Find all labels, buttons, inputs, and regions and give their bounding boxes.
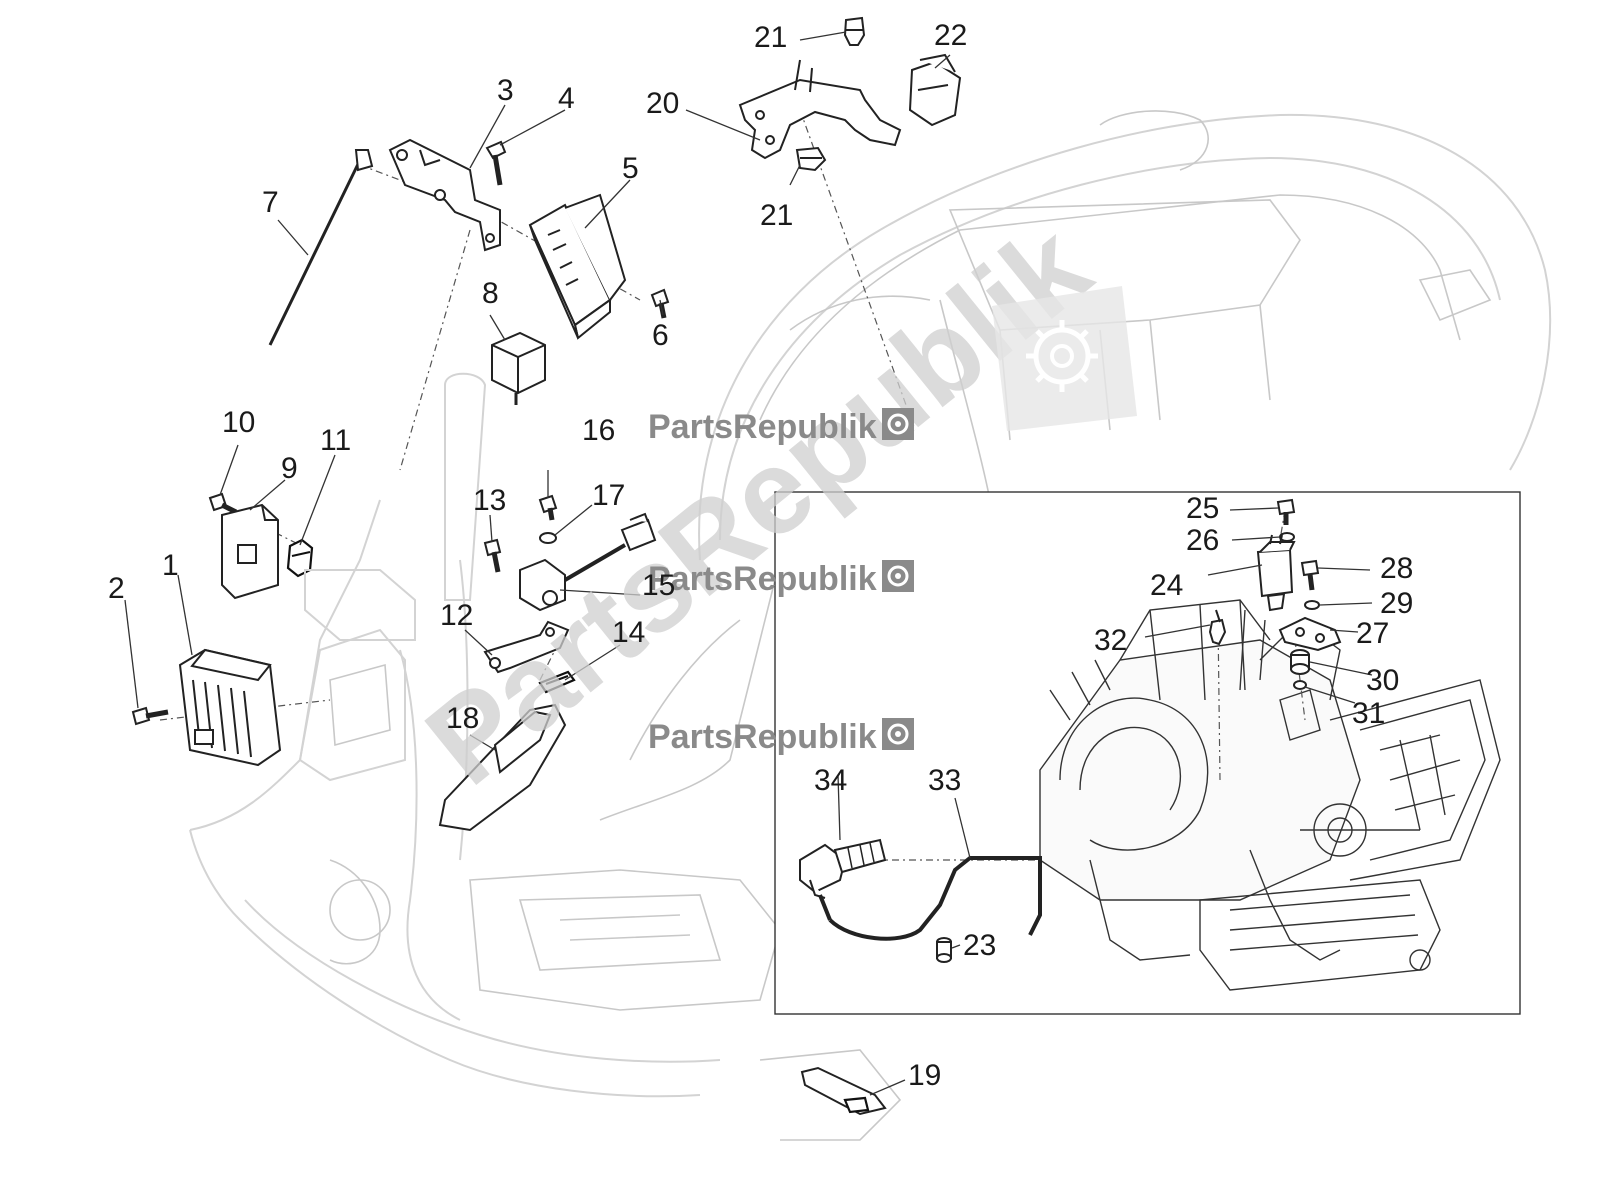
watermark-row-3: PartsRepublik xyxy=(648,718,914,756)
part-22-connector xyxy=(908,53,962,127)
part-13-screw xyxy=(483,538,502,573)
watermark-text-1: PartsRepublik xyxy=(648,408,877,446)
part-25-screw xyxy=(1276,498,1296,525)
part-4-screw xyxy=(485,140,507,186)
callout-7: 7 xyxy=(262,186,279,219)
part-8-relay xyxy=(491,331,546,405)
part-7-cable-tie xyxy=(268,149,374,346)
callout-10: 10 xyxy=(222,406,255,439)
part-11-holder xyxy=(304,569,416,641)
part-30-grommet xyxy=(1290,649,1310,675)
part-27-bracket xyxy=(1278,616,1342,652)
callout-26: 26 xyxy=(1186,524,1219,557)
watermark-text-2: PartsRepublik xyxy=(648,560,877,598)
callout-22: 22 xyxy=(934,19,967,52)
parts xyxy=(131,16,1342,1116)
callout-25: 25 xyxy=(1186,492,1219,525)
scooter-body-outline xyxy=(189,110,1552,1141)
callout-34: 34 xyxy=(814,764,847,797)
callout-5: 5 xyxy=(622,152,639,185)
part-15-sensor xyxy=(519,512,657,612)
callout-8: 8 xyxy=(482,277,499,310)
callout-15: 15 xyxy=(642,569,675,602)
callout-16: 16 xyxy=(582,414,615,447)
callout-21-top: 21 xyxy=(754,21,787,54)
callout-32: 32 xyxy=(1094,624,1127,657)
callout-labels: 1 2 3 4 5 6 7 8 9 10 11 12 13 14 15 16 1… xyxy=(108,19,1413,1092)
callout-21-bottom: 21 xyxy=(760,199,793,232)
leader-lines xyxy=(124,31,1373,1096)
callout-24: 24 xyxy=(1150,569,1183,602)
part-29-washer xyxy=(1304,600,1320,610)
callout-13: 13 xyxy=(473,484,506,517)
callout-27: 27 xyxy=(1356,617,1389,650)
part-14-clip xyxy=(538,670,576,694)
part-24-sensor xyxy=(1256,534,1296,612)
callout-4: 4 xyxy=(558,82,575,115)
part-23-grommet xyxy=(936,937,952,963)
callout-30: 30 xyxy=(1366,664,1399,697)
part-16-screw xyxy=(538,494,558,521)
callout-2: 2 xyxy=(108,572,125,605)
callout-18: 18 xyxy=(446,702,479,735)
callout-11: 11 xyxy=(320,424,351,457)
part-1-mount-slot xyxy=(329,663,391,747)
callout-28: 28 xyxy=(1380,552,1413,585)
part-21-clip-bottom xyxy=(795,146,827,172)
engine-assembly xyxy=(1039,599,1501,991)
part-1-mount xyxy=(298,628,406,782)
callout-14: 14 xyxy=(612,616,645,649)
callout-23: 23 xyxy=(963,929,996,962)
watermark-gear-icon-3 xyxy=(882,718,914,750)
part-33-cable xyxy=(828,856,1042,941)
callout-20: 20 xyxy=(646,87,679,120)
callout-17: 17 xyxy=(592,479,625,512)
part-20-bracket xyxy=(738,59,902,160)
callout-33: 33 xyxy=(928,764,961,797)
watermark-text-3: PartsRepublik xyxy=(648,718,877,756)
callout-29: 29 xyxy=(1380,587,1413,620)
part-34-connector xyxy=(799,838,887,899)
part-32-clip xyxy=(1208,609,1227,646)
callout-1: 1 xyxy=(162,549,179,582)
callout-3: 3 xyxy=(497,74,514,107)
watermark-row-1: PartsRepublik xyxy=(648,408,914,446)
watermark-gear-icon-1 xyxy=(882,408,914,440)
part-3-bracket xyxy=(388,138,501,252)
part-12-bracket xyxy=(483,620,570,674)
part-10-screw xyxy=(208,492,238,515)
part-31-spacer xyxy=(1293,680,1307,690)
part-2-screw xyxy=(131,706,169,726)
part-33-cable-end xyxy=(818,894,832,921)
callout-9: 9 xyxy=(281,452,298,485)
part-21-clip-top xyxy=(843,16,866,46)
callout-19: 19 xyxy=(908,1059,941,1092)
callout-6: 6 xyxy=(652,319,669,352)
callout-31: 31 xyxy=(1352,697,1385,730)
watermark-row-2: PartsRepublik xyxy=(648,560,914,598)
part-5-control-unit xyxy=(528,193,627,340)
part-6-screw xyxy=(650,288,670,319)
part-1-regulator xyxy=(178,648,282,767)
callout-12: 12 xyxy=(440,599,473,632)
part-9-bracket xyxy=(221,503,279,600)
watermark-gear-icon-2 xyxy=(882,560,914,592)
part-28-screw xyxy=(1300,559,1320,591)
watermark-gear-icon xyxy=(992,286,1137,431)
part-18-cover xyxy=(438,703,567,832)
part-17-washer xyxy=(539,532,557,544)
part-19-cover xyxy=(800,1066,887,1116)
